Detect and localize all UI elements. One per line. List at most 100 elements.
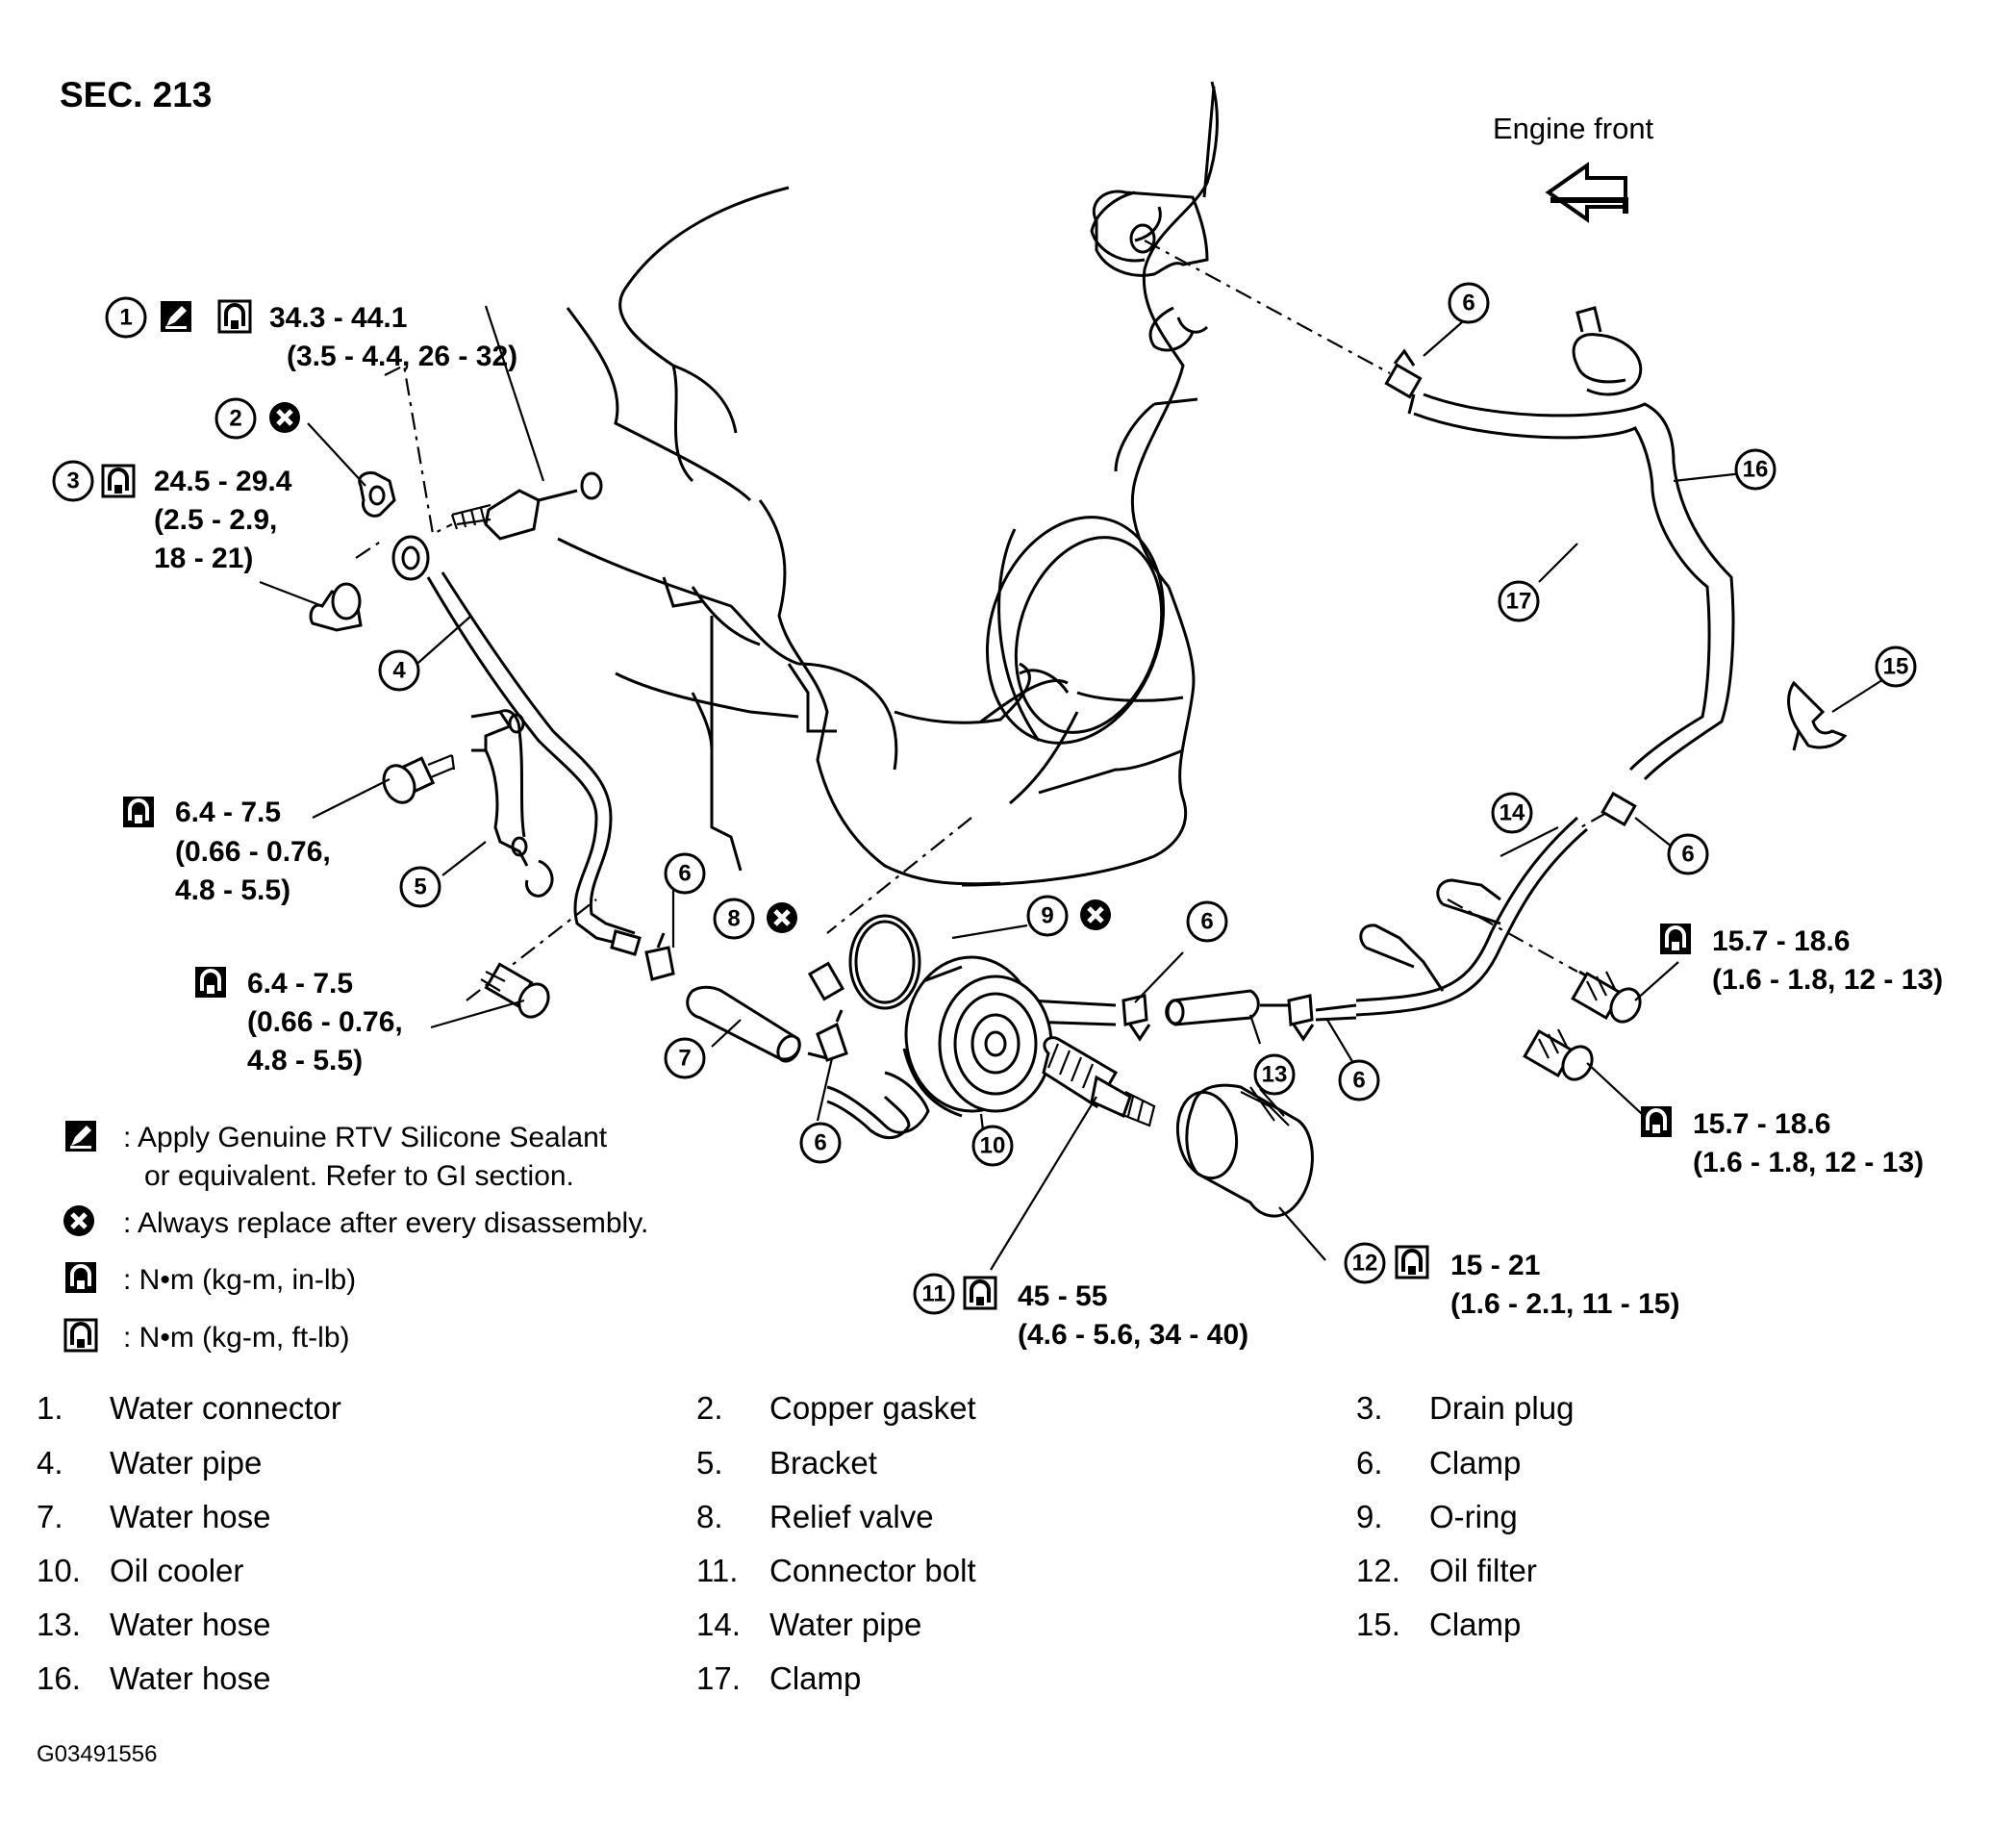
water-pipe-4 [391, 535, 642, 956]
svg-text:6: 6 [1462, 291, 1474, 316]
torque-ftlb-icon [101, 464, 136, 498]
torque-inlb-icon [1639, 1104, 1674, 1139]
torque-5a-alt1: (0.66 - 0.76, [175, 836, 331, 868]
bolt-right-lower [1523, 1028, 1594, 1081]
torque-ftlb-icon [1395, 1245, 1429, 1279]
svg-text:11: 11 [921, 1281, 945, 1307]
svg-text:10: 10 [980, 1133, 1006, 1159]
callout-2: 2 [214, 397, 257, 440]
drain-plug [309, 582, 363, 632]
key-inlb-icon [63, 1260, 98, 1295]
callout-15: 15 [1875, 646, 1917, 688]
upper-connector [1092, 86, 1216, 277]
copper-gasket [358, 471, 396, 518]
clamp-6-right [1600, 791, 1637, 827]
torque-14b-alt: (1.6 - 1.8, 12 - 13) [1693, 1147, 1924, 1178]
part-item: 4.Water pipe [37, 1445, 263, 1481]
cooler-inlet-pipe [826, 1071, 930, 1134]
key-replace-text: : Always replace after every disassembly… [123, 1207, 648, 1239]
svg-text:6: 6 [678, 861, 691, 887]
bolt-left-lower [480, 962, 550, 1019]
svg-text:6: 6 [1352, 1068, 1365, 1094]
bolt-right-upper [1571, 970, 1642, 1024]
callout-12: 12 [1344, 1242, 1386, 1284]
torque-inlb-icon [193, 965, 228, 1000]
key-ftlb-icon [63, 1318, 98, 1353]
clamp-6-mid2 [1287, 994, 1315, 1042]
svg-text:6: 6 [1681, 842, 1694, 868]
svg-text:1: 1 [119, 305, 132, 331]
torque-12-nm: 15 - 21 [1450, 1250, 1540, 1281]
pipe-joint [1260, 1003, 1357, 1022]
svg-text:17: 17 [1506, 589, 1532, 615]
part-item: 3.Drain plug [1356, 1390, 1575, 1426]
torque-inlb-icon [121, 795, 156, 829]
svg-text:8: 8 [727, 906, 740, 932]
torque-1-nm: 34.3 - 44.1 [269, 302, 407, 334]
replace-icon [767, 902, 797, 933]
clamp-6-upper [1384, 348, 1423, 399]
water-hose-7 [686, 985, 828, 1063]
key-sealant-icon [65, 1121, 96, 1152]
dash-line [1447, 899, 1578, 973]
water-hose-13 [1165, 989, 1260, 1026]
torque-3-nm: 24.5 - 29.4 [154, 466, 292, 497]
torque-14a-nm: 15.7 - 18.6 [1712, 925, 1850, 957]
callout-6f: 6 [1448, 282, 1490, 324]
part-item: 17.Clamp [696, 1660, 862, 1696]
crank-pulley [985, 516, 1166, 745]
callout-9: 9 [1026, 895, 1069, 937]
svg-text:16: 16 [1743, 457, 1769, 483]
section-title: SEC. 213 [60, 75, 213, 114]
dash-line [826, 817, 972, 934]
torque-11-nm: 45 - 55 [1018, 1280, 1107, 1312]
part-item: 1.Water connector [37, 1390, 341, 1426]
svg-text:4: 4 [392, 658, 406, 684]
part-item: 16.Water hose [37, 1660, 271, 1696]
key-sealant-text-2: or equivalent. Refer to GI section. [144, 1160, 574, 1192]
key-inlb-text: : N•m (kg-m, in-lb) [123, 1264, 356, 1296]
bolt-left-upper [382, 753, 456, 804]
oil-filter [1175, 1083, 1314, 1218]
callout-6b: 6 [799, 1122, 842, 1164]
figure-id: G03491556 [37, 1741, 158, 1767]
callout-6a: 6 [664, 852, 706, 895]
torque-5b-alt2: 4.8 - 5.5) [247, 1045, 363, 1076]
callout-10: 10 [971, 1125, 1014, 1167]
key-replace-icon [63, 1205, 94, 1236]
oil-cooler [902, 955, 1053, 1118]
svg-text:6: 6 [814, 1130, 826, 1156]
part-item: 13.Water hose [37, 1607, 271, 1642]
clamp-17 [1572, 306, 1643, 396]
connector-bolt-1 [450, 471, 603, 541]
clamp-6-mid [1121, 994, 1151, 1042]
callout-7: 7 [664, 1037, 706, 1079]
key-sealant-text-1: : Apply Genuine RTV Silicone Sealant [123, 1122, 608, 1153]
callout-5: 5 [399, 866, 441, 908]
callout-6d: 6 [1338, 1059, 1380, 1101]
svg-text:13: 13 [1262, 1062, 1288, 1088]
torque-14b-nm: 15.7 - 18.6 [1693, 1108, 1830, 1140]
dash-line [384, 364, 453, 536]
torque-5a-alt2: 4.8 - 5.5) [175, 874, 290, 906]
dash-line [355, 538, 386, 559]
callout-17: 17 [1498, 580, 1540, 622]
callout-8: 8 [713, 898, 755, 940]
dash-line [1144, 240, 1391, 374]
torque-14a-alt: (1.6 - 1.8, 12 - 13) [1712, 964, 1943, 996]
callout-11: 11 [913, 1273, 955, 1315]
engine-block [557, 81, 1219, 887]
part-item: 12.Oil filter [1356, 1553, 1537, 1588]
sealant-icon [161, 301, 191, 332]
torque-inlb-icon [1658, 922, 1693, 956]
torque-12-alt: (1.6 - 2.1, 11 - 15) [1450, 1288, 1679, 1320]
torque-ftlb-icon [217, 299, 252, 334]
callout-1: 1 [105, 296, 147, 339]
svg-text:7: 7 [678, 1046, 691, 1072]
torque-5a-nm: 6.4 - 7.5 [175, 797, 281, 828]
replace-icon [1080, 899, 1111, 930]
o-ring [848, 914, 921, 1010]
part-item: 5.Bracket [696, 1445, 877, 1481]
torque-3-alt2: 18 - 21) [154, 543, 253, 574]
